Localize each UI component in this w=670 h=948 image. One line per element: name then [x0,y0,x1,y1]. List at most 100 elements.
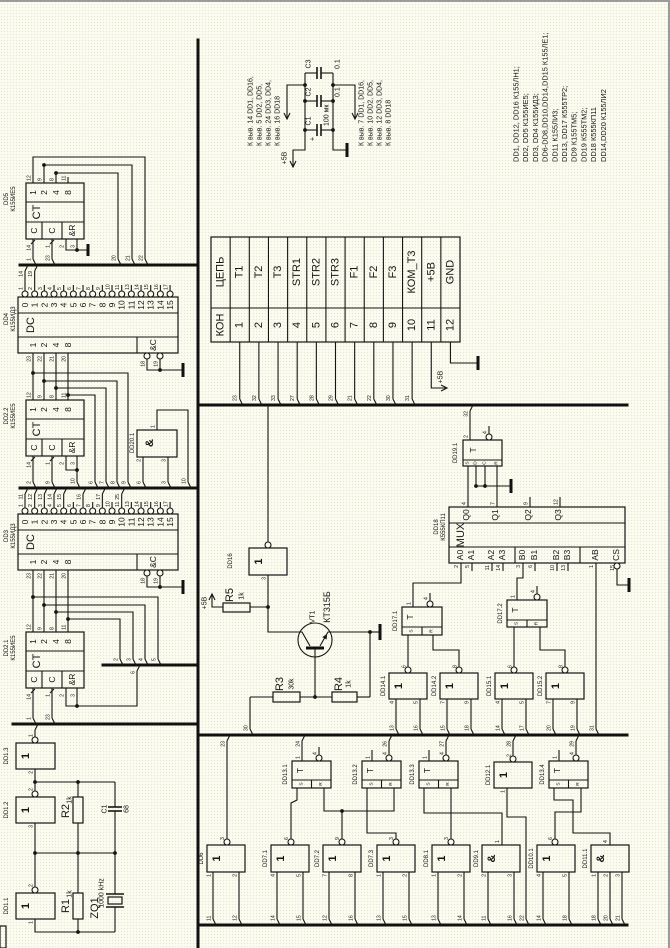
wire [33,372,129,482]
decoder-enable-label: &C [148,339,158,351]
bus-entry [157,658,162,666]
bus-entry [446,728,451,736]
connector-pin: 4 [291,322,303,328]
junction-dot [331,128,335,132]
decoder-output-label: 12 [136,517,146,527]
pin-number: 5 [563,874,569,877]
wire [44,380,118,482]
chip-ref: DD15.1 [487,675,493,696]
inversion-bubble-icon [21,507,29,515]
inversion-bubble-icon [108,290,116,298]
pin-number: 3 [389,837,395,840]
bus-entry [43,487,48,495]
pin-number: 11 [485,565,491,570]
latch-cell-label: S [465,461,471,464]
pin-number: 3 [162,459,168,462]
pin-number: 11 [62,625,68,630]
bus-entry [144,658,149,666]
inversion-bubble-icon [287,838,295,846]
bus-wire-label: 15 [403,915,409,921]
decoder-output-label: 5 [68,519,78,524]
pin-number: 2 [28,504,34,507]
bus-entry [542,918,547,926]
gate-symbol: & [595,854,607,862]
pin-number: 9 [335,837,341,840]
capacitor-value: 0.1 [335,87,342,97]
bus-wire-label: 22 [520,915,526,921]
bus-entry [76,481,81,489]
decoder-output-label: 10 [117,517,127,527]
counter-output-label: 1 [28,190,38,195]
bus-wire-label: 14 [19,271,25,277]
wire [292,73,306,167]
bus-wire-label: 15 [57,494,63,500]
junction-dot [158,585,162,589]
counter-function: CT [31,421,43,436]
inversion-bubble-icon [426,600,434,608]
capacitor-ref: C1 [306,116,313,125]
chip-ref: DD16 [228,553,234,569]
wire [65,456,77,471]
chip-ref: DD17.2 [498,603,504,624]
bus-entry [469,404,474,412]
bus-entry [132,658,137,666]
pin-number: 22 [38,356,44,362]
bus-entry [302,918,307,926]
pin-number: 8 [50,178,56,181]
bus-wire-label: 11 [19,494,25,499]
chip-ref: DD1.2 [4,801,10,819]
decoder-output-label: 8 [97,302,107,307]
parts-list-line: DD13, DD17 К555ТР2; [560,86,569,162]
arrow-icon [208,592,216,601]
chip-ref: DD10.1 [529,848,535,869]
bus-wire-label: 20 [112,255,118,261]
crystal-body [107,896,123,905]
wire [55,172,119,259]
pin-number: 8 [453,665,459,668]
inversion-bubble-icon [118,507,126,515]
inversion-bubble-icon [143,352,151,360]
resistor-r1 [72,892,84,920]
bus-entry [525,728,530,736]
bus-wire-label: 27 [440,741,446,747]
mux-input-label: B1 [529,550,539,561]
counter-output-label: 2 [39,407,49,412]
bus-wire-label: 21 [126,255,132,261]
decoder-input-label: 2 [39,342,49,347]
connector-net: GND [444,260,456,285]
bus-entry [487,918,492,926]
pin-number: 3 [444,837,450,840]
bus-entry [276,918,281,926]
inversion-bubble-icon [69,290,77,298]
counter-output-label: 1 [28,639,38,644]
bus-wire-label: 7 [100,481,106,484]
counter-chip [25,631,85,689]
arrow-icon [289,160,297,169]
latch-cell-label: S [368,782,374,785]
chip-ref: DD7.2 [315,849,321,867]
wire [44,604,146,659]
pin-number: 1 [19,504,25,507]
junction-dot [42,379,46,383]
wire [323,788,395,812]
bus-wire-label: 6 [137,481,143,484]
pin-number: 5 [520,701,526,704]
wire [56,387,107,482]
mux-input-label: B2 [551,550,561,561]
bus-entry [470,728,475,736]
counter-chip [25,182,85,240]
wire [553,788,611,845]
bus-wire-label: 31 [590,725,596,731]
junction-dot [303,128,307,132]
pin-number: 2 [403,874,409,877]
decoder-output-label: 7 [88,519,98,524]
pin-number: 19 [154,578,160,584]
pin-number: 23 [27,573,33,579]
mux-input-label: CS [611,549,621,561]
chip-ref: DD13.1 [283,764,289,785]
bus-entry [34,487,39,495]
gate-symbol: 1 [20,903,32,909]
decoder-output-label: 13 [146,300,156,310]
pin-number: 4 [383,752,389,755]
bus-wire-label: 8 [111,481,117,484]
